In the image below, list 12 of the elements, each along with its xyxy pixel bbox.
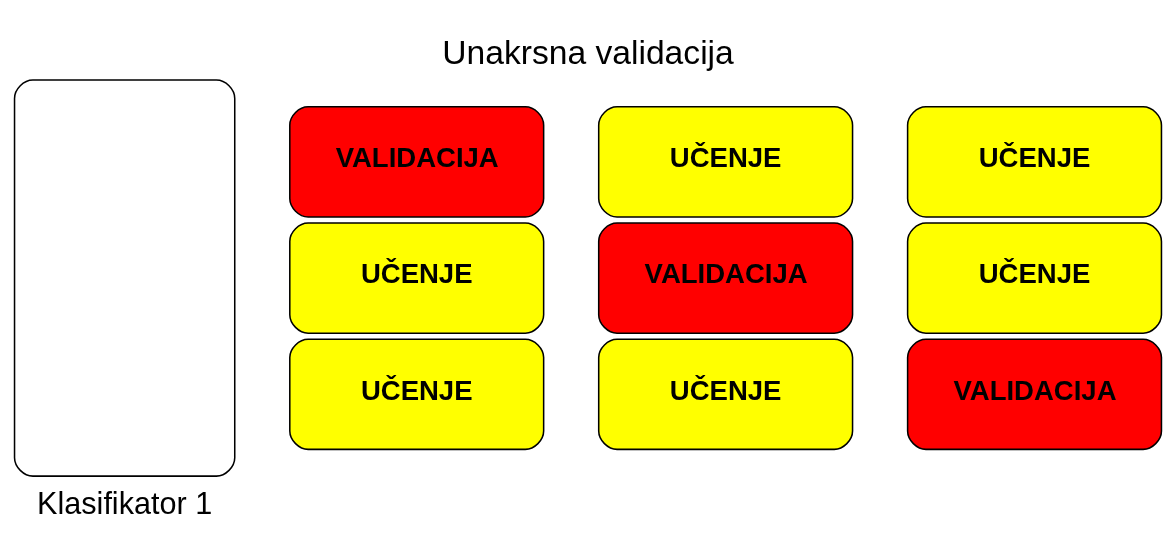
node-box: VALIDACIJA xyxy=(597,222,854,334)
node-box: UČENJE xyxy=(906,222,1163,334)
node-box: VALIDACIJA xyxy=(289,106,545,218)
node-box: UČENJE xyxy=(289,222,545,334)
node-box: UČENJE xyxy=(289,338,545,451)
node-box: VALIDACIJA xyxy=(906,338,1163,451)
node-box: UČENJE xyxy=(597,106,854,218)
diagram-title: Unakrsna validacija xyxy=(442,34,734,72)
node-label: Klasifikator 1 xyxy=(37,485,213,520)
node-box xyxy=(13,79,236,477)
node-box: UČENJE xyxy=(906,106,1163,218)
node-box: UČENJE xyxy=(597,338,854,451)
